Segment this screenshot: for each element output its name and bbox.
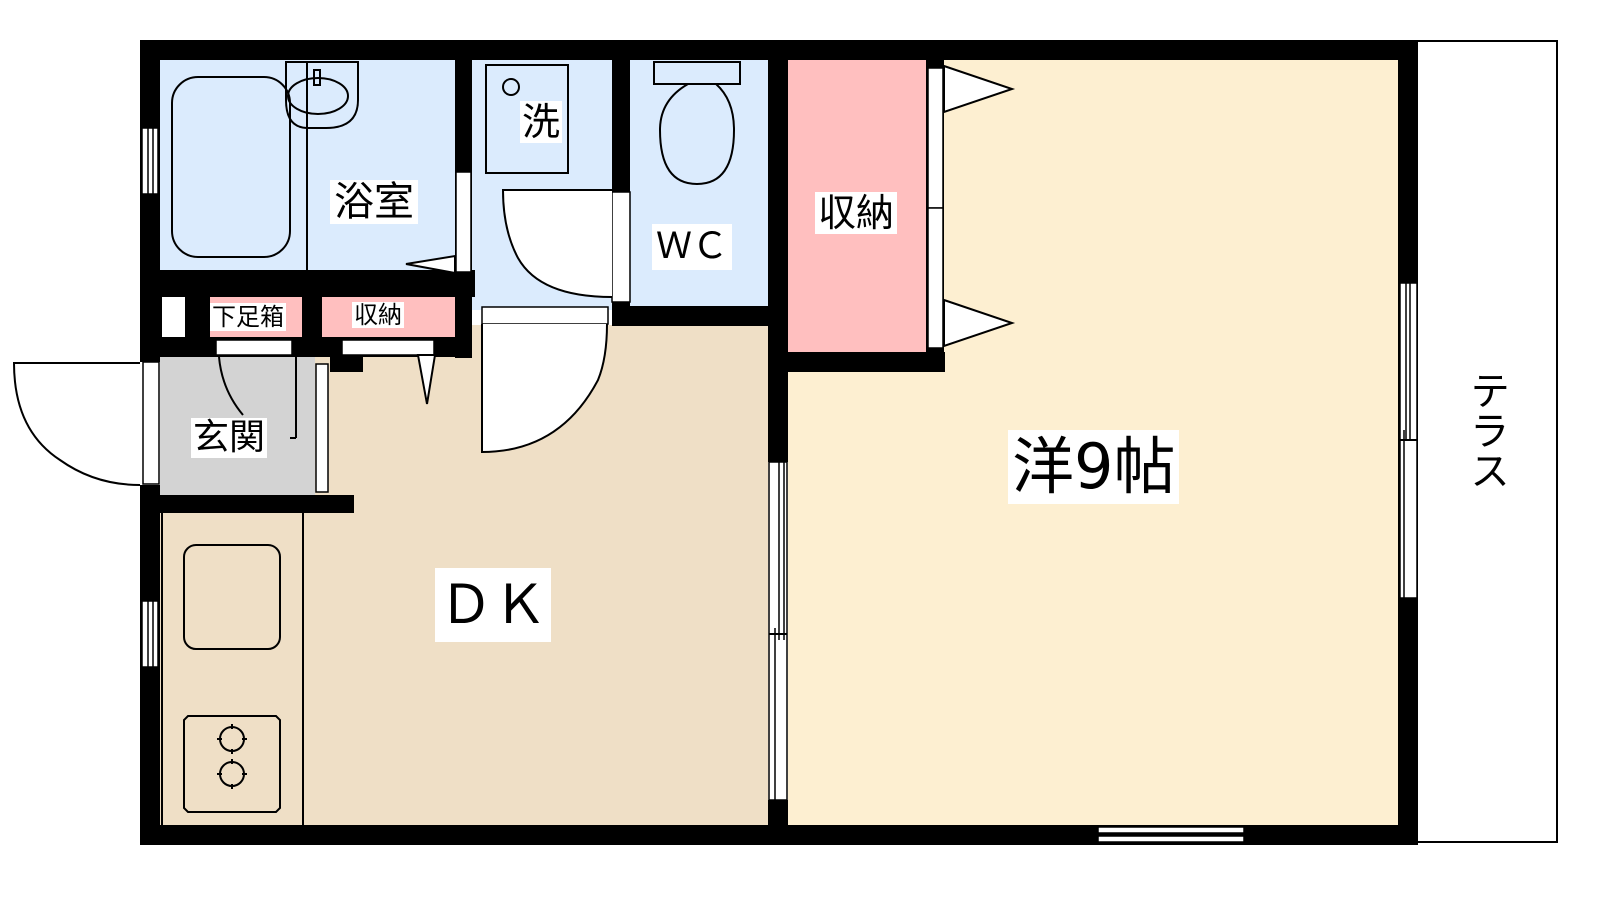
door-swing-entrance (12, 362, 141, 486)
wall-toilet-right (768, 40, 788, 462)
folding-door-closet-bottom (943, 298, 1016, 348)
entry-niche (162, 297, 185, 337)
wall-entry-left-stub (140, 297, 162, 357)
wall-closet-bottom (788, 352, 945, 372)
folding-door-closet-top (943, 64, 1016, 114)
label-closet-main: 収納 (815, 192, 898, 234)
label-dining-kitchen: ＤＫ (435, 568, 551, 642)
label-toilet: ＷＣ (652, 224, 733, 270)
window-kitchen (141, 600, 159, 668)
stove-icon (183, 715, 281, 813)
door-swing-washroom (481, 323, 608, 454)
sink-icon (183, 544, 281, 650)
wall-bath-bottom (140, 270, 475, 297)
wall-toilet-bottom (612, 306, 788, 326)
wall-entry-step (330, 357, 363, 372)
folding-door-small-closet (416, 354, 437, 405)
window-western-right (1399, 282, 1418, 599)
label-western-room: 洋9帖 (1008, 430, 1180, 504)
washbasin-icon (285, 61, 359, 129)
window-bottom (1097, 826, 1245, 843)
label-shoe-box: 下足箱 (210, 303, 286, 331)
bathtub-icon (171, 76, 291, 258)
label-washer: 洗 (520, 100, 563, 144)
door-swing-toilet (501, 189, 613, 298)
window-bath-left (141, 127, 159, 195)
wall-dk-right-lower (768, 800, 788, 840)
label-closet-small: 収納 (352, 301, 404, 329)
label-entrance: 玄関 (191, 417, 268, 458)
label-bathroom: 浴室 (330, 180, 418, 224)
toilet-icon (653, 61, 741, 85)
label-terrace: テラス (1463, 370, 1509, 490)
terrace-area (1415, 40, 1558, 843)
folding-door-icon (405, 254, 456, 275)
burner-icon (217, 724, 247, 789)
washer-icon (485, 64, 569, 174)
sliding-door-dk (768, 461, 788, 801)
wall-entry-bottom (140, 495, 354, 513)
